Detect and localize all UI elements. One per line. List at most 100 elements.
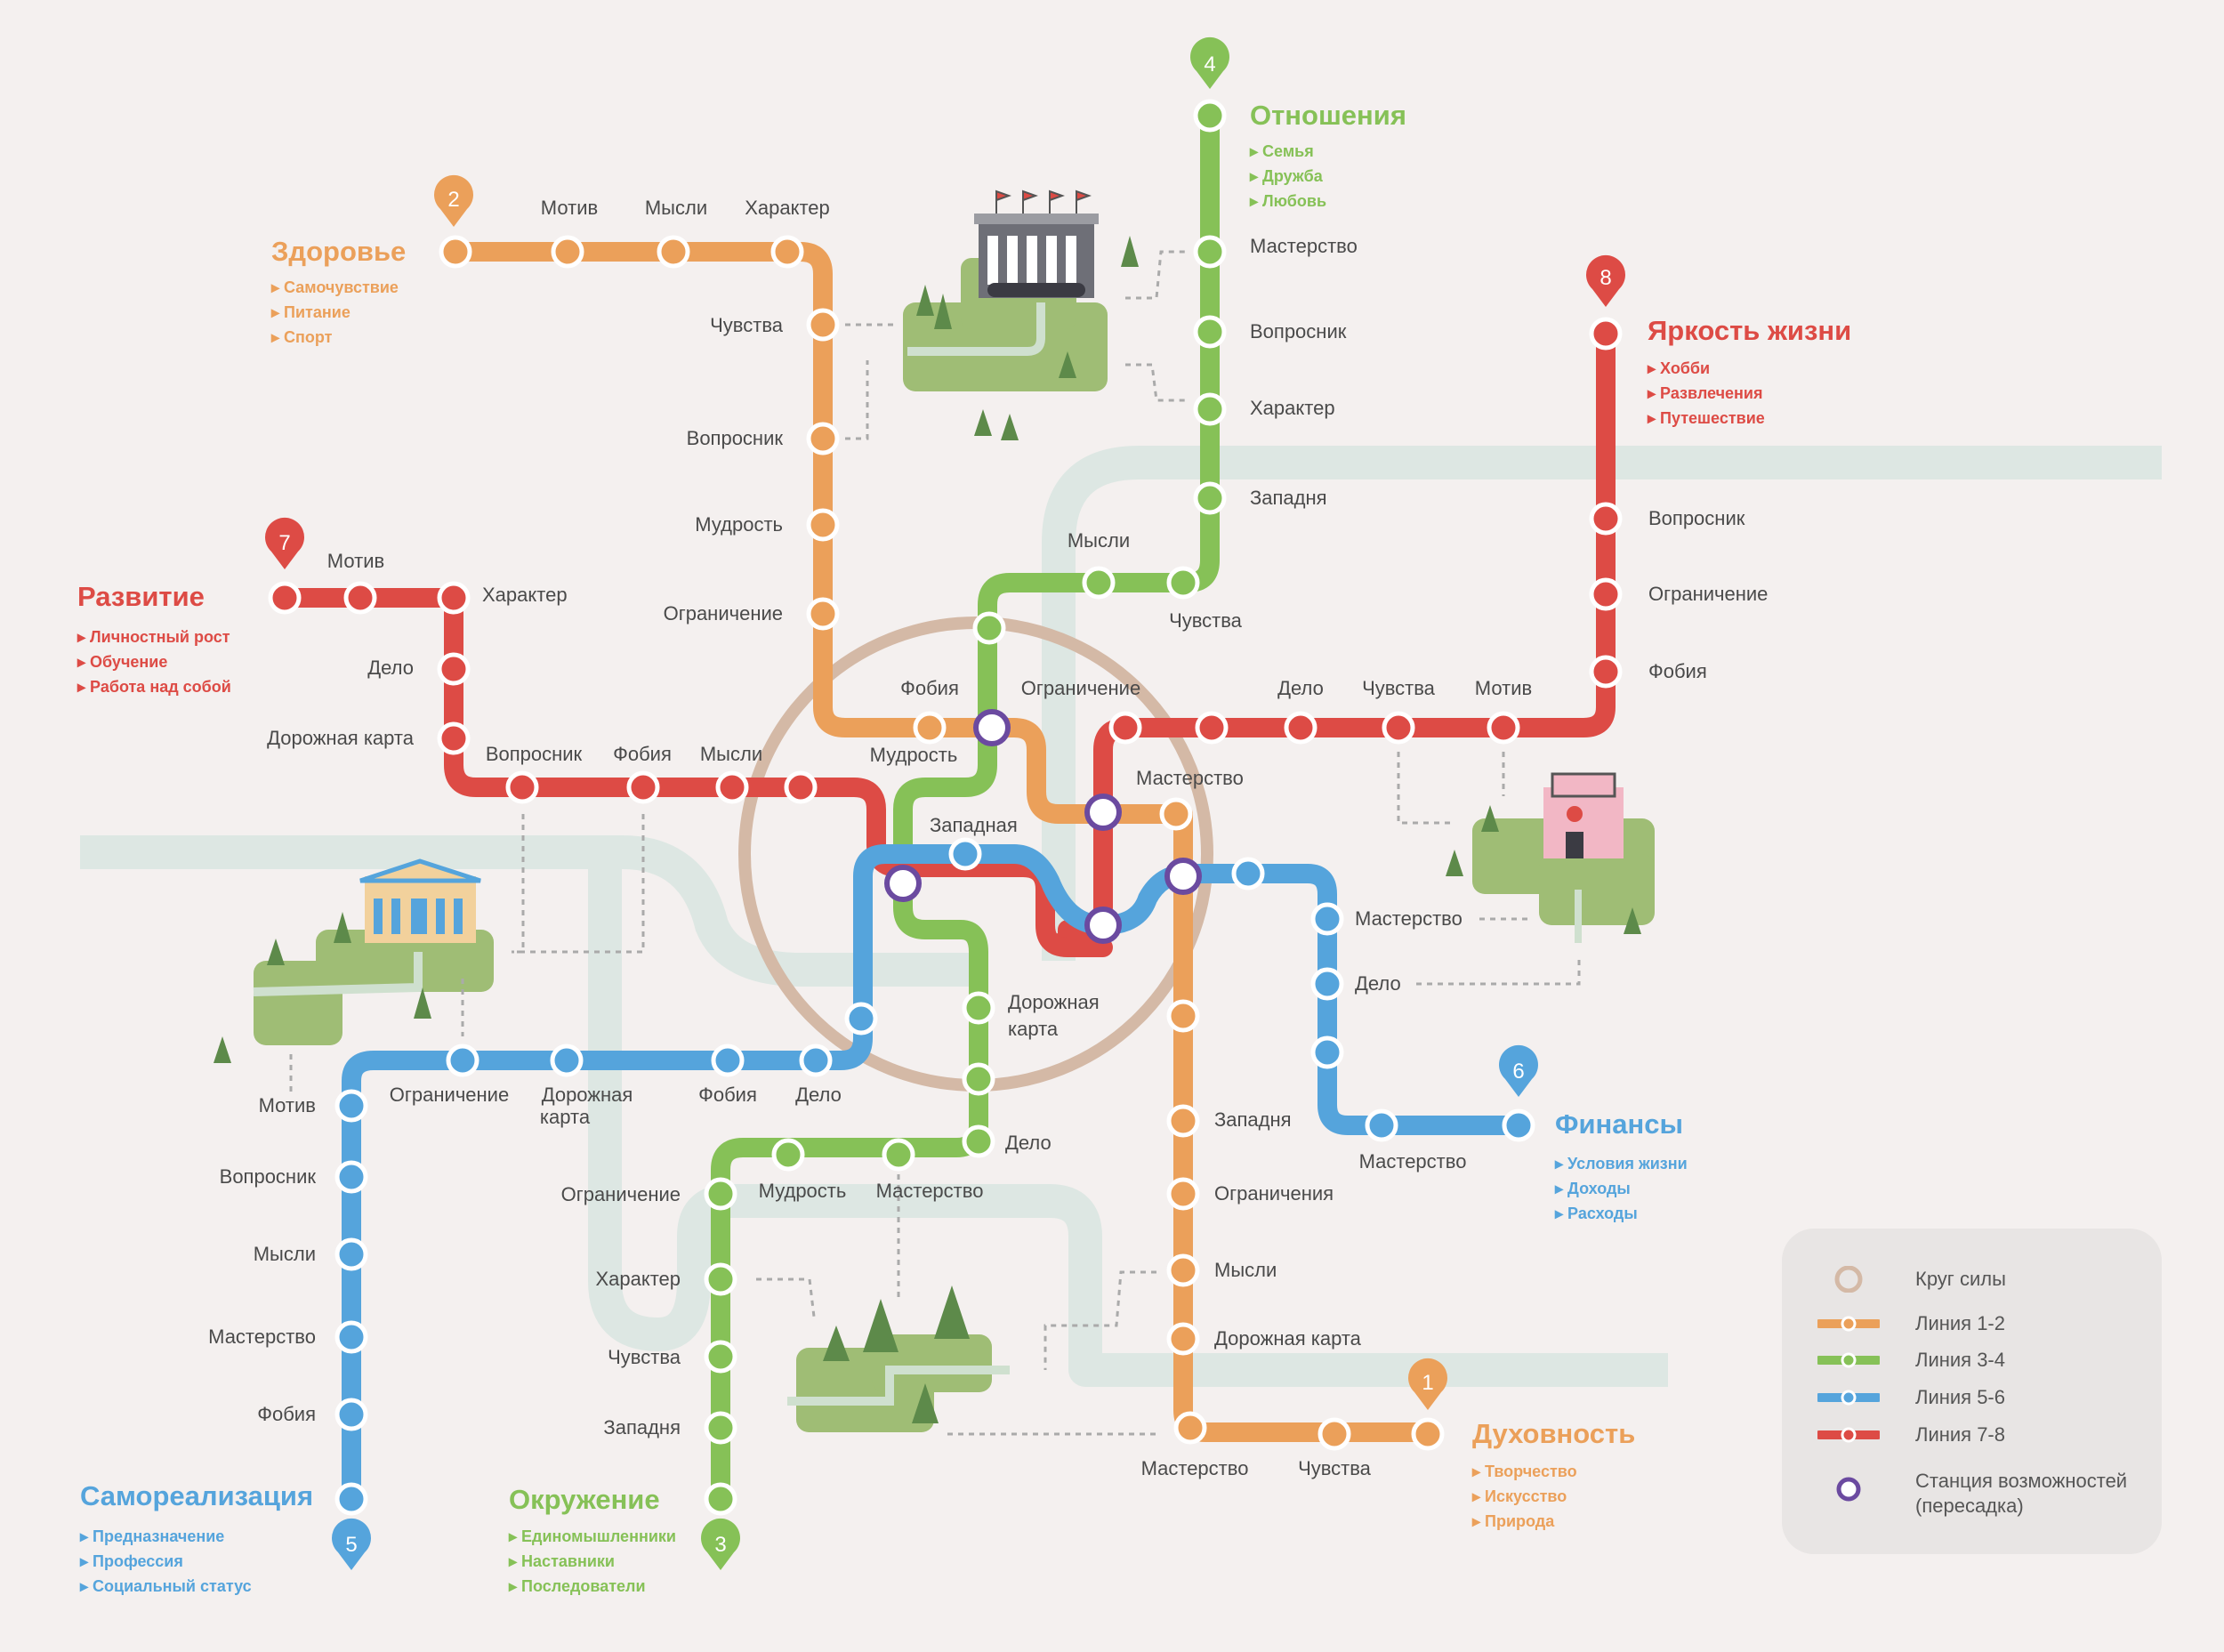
station-dot[interactable] (268, 581, 302, 615)
station-dot[interactable] (948, 837, 982, 871)
station-dot[interactable] (704, 1482, 737, 1516)
station-dot[interactable] (1166, 566, 1200, 600)
station-dot[interactable] (1589, 502, 1623, 536)
station-dot[interactable] (437, 581, 471, 615)
transfer-station[interactable] (973, 709, 1011, 746)
station-dot[interactable] (1166, 1253, 1200, 1287)
station-dot[interactable] (806, 508, 840, 542)
station-dot[interactable] (1589, 655, 1623, 689)
station-label: Мастерство (876, 1180, 984, 1202)
station-dot[interactable] (770, 235, 804, 269)
station-dot[interactable] (1193, 315, 1227, 349)
pin-6[interactable]: 6 (1499, 1044, 1538, 1097)
station-dot[interactable] (343, 581, 377, 615)
pin-3[interactable]: 3 (701, 1518, 741, 1570)
tree (934, 294, 952, 329)
station-dot[interactable] (334, 1320, 368, 1354)
station-dot[interactable] (1108, 711, 1142, 745)
transfer-station[interactable] (1084, 907, 1122, 944)
station-dot[interactable] (437, 721, 471, 755)
tree (934, 1285, 970, 1339)
line-title: Финансы (1555, 1108, 1683, 1140)
transfer-station[interactable] (884, 865, 922, 902)
station-dot[interactable] (913, 711, 947, 745)
station-dot[interactable] (882, 1138, 915, 1172)
station-dot[interactable] (1193, 481, 1227, 515)
station-dot[interactable] (1231, 857, 1265, 890)
pin-8[interactable]: 8 (1586, 254, 1625, 307)
station-dot[interactable] (437, 652, 471, 686)
station-dot[interactable] (439, 235, 472, 269)
station-dot[interactable] (1310, 902, 1344, 936)
station-label: Дело (795, 1084, 842, 1106)
station-dot[interactable] (1193, 392, 1227, 426)
station-dot[interactable] (551, 235, 584, 269)
station-dot[interactable] (704, 1262, 737, 1296)
station-dot[interactable] (1317, 1417, 1351, 1451)
station-label: Вопросник (1648, 507, 1745, 529)
station-dot[interactable] (704, 1411, 737, 1445)
station-dot[interactable] (446, 1044, 479, 1077)
station-dot[interactable] (715, 770, 749, 804)
station-dot[interactable] (334, 1089, 368, 1123)
station-dot[interactable] (1502, 1108, 1535, 1142)
station-dot[interactable] (1310, 1036, 1344, 1069)
station-dot[interactable] (1382, 711, 1415, 745)
station-dot[interactable] (1193, 235, 1227, 269)
station-dot[interactable] (1284, 711, 1317, 745)
pin-4[interactable]: 4 (1190, 36, 1230, 89)
line-block-environment: Окружение ▸ Единомышленники ▸ Наставники… (508, 1484, 676, 1595)
station-dot[interactable] (657, 235, 690, 269)
station-dot[interactable] (1411, 1417, 1445, 1451)
station-dot[interactable] (1173, 1411, 1207, 1445)
station-dot[interactable] (334, 1482, 368, 1516)
pin-7[interactable]: 7 (265, 517, 304, 569)
station-dot[interactable] (1159, 797, 1193, 831)
station-dot[interactable] (962, 1124, 995, 1158)
station-dot[interactable] (1310, 967, 1344, 1001)
station-dot[interactable] (962, 991, 995, 1025)
station-dot[interactable] (1082, 566, 1116, 600)
station-dot[interactable] (806, 308, 840, 342)
tree (1481, 805, 1499, 832)
station-label: Западня (1250, 487, 1327, 509)
station-dot[interactable] (771, 1138, 805, 1172)
transfer-station[interactable] (1084, 794, 1122, 831)
svg-text:▸ Работа над собой: ▸ Работа над собой (77, 678, 231, 696)
legend-line78: Линия 7-8 (1815, 1422, 2005, 1448)
pin-1[interactable]: 1 (1408, 1358, 1447, 1410)
station-dot[interactable] (550, 1044, 584, 1077)
station-dot[interactable] (704, 1177, 737, 1211)
station-dot[interactable] (1365, 1108, 1398, 1142)
station-dot[interactable] (334, 1237, 368, 1271)
station-dot[interactable] (626, 770, 660, 804)
station-dot[interactable] (972, 611, 1006, 645)
station-dot[interactable] (711, 1044, 745, 1077)
station-dot[interactable] (1166, 1104, 1200, 1138)
pin-2[interactable]: 2 (434, 142, 473, 227)
station-dot[interactable] (1193, 99, 1227, 133)
station-dot[interactable] (844, 1002, 878, 1036)
station-dot[interactable] (1589, 577, 1623, 611)
station-dot[interactable] (1166, 1177, 1200, 1211)
station-dot[interactable] (704, 1340, 737, 1374)
station-dot[interactable] (1487, 711, 1520, 745)
station-dot[interactable] (334, 1160, 368, 1194)
transfer-station[interactable] (1164, 858, 1202, 895)
svg-text:▸ Дружба: ▸ Дружба (1249, 167, 1324, 185)
station-dot[interactable] (806, 422, 840, 455)
station-dot[interactable] (334, 1398, 368, 1431)
station-dot[interactable] (1589, 317, 1623, 351)
station-dot[interactable] (799, 1044, 833, 1077)
line-block-spirituality: Духовность ▸ Творчество ▸ Искусство ▸ Пр… (1471, 1418, 1635, 1530)
station-dot[interactable] (784, 770, 818, 804)
station-dot[interactable] (505, 770, 539, 804)
station-dot[interactable] (962, 1062, 995, 1096)
svg-text:▸ Профессия: ▸ Профессия (79, 1552, 183, 1570)
station-dot[interactable] (1166, 999, 1200, 1033)
station-dot[interactable] (1166, 1322, 1200, 1356)
station-dot[interactable] (806, 597, 840, 631)
pin-5[interactable]: 5 (332, 1518, 371, 1570)
station-dot[interactable] (1195, 711, 1229, 745)
